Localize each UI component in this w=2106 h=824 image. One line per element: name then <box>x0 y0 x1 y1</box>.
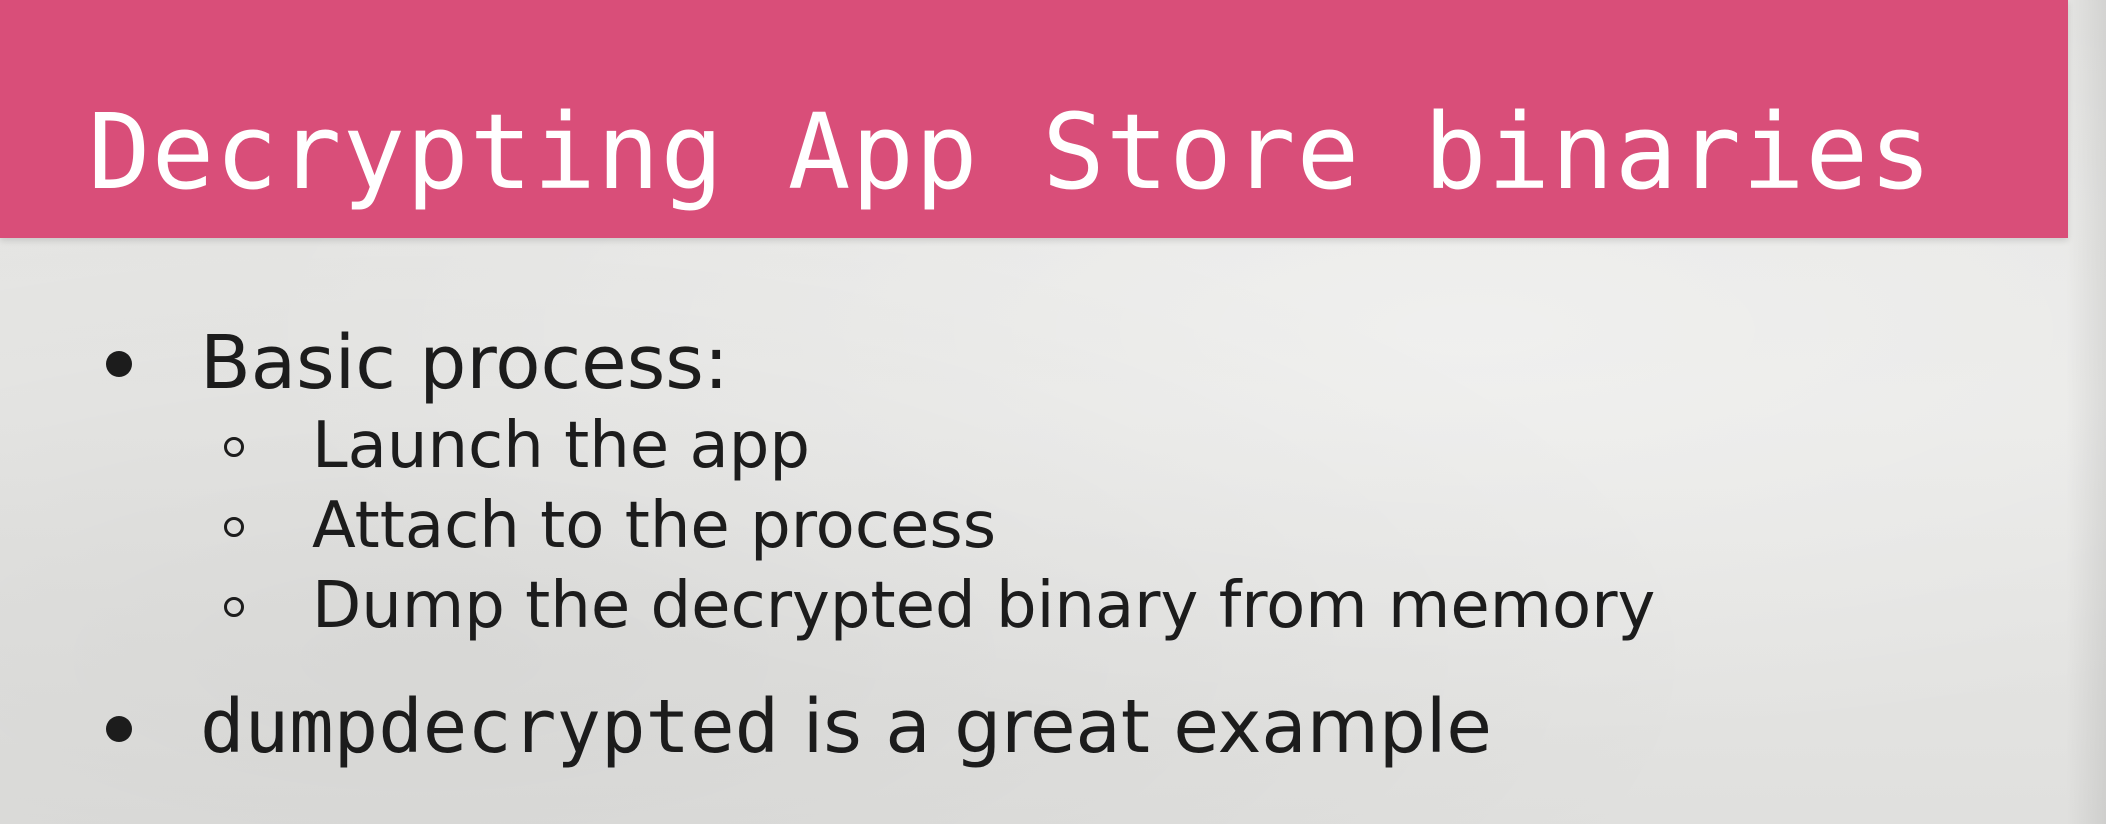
code-term: dumpdecrypted <box>200 684 780 770</box>
title-bar: Decrypting App Store binaries <box>0 0 2068 238</box>
hollow-circle-icon <box>224 437 244 457</box>
bullet-dot-icon <box>106 716 132 742</box>
bullet-text-rest: is a great example <box>779 684 1492 770</box>
hollow-circle-icon <box>224 517 244 537</box>
sub-item-text: Dump the decrypted binary from memory <box>312 569 1656 643</box>
bullet-text: Basic process: <box>200 320 729 406</box>
bullet-text: dumpdecrypted is a great example <box>200 682 1492 772</box>
sub-item-text: Attach to the process <box>312 489 997 563</box>
slide-edge-shadow <box>2066 0 2106 824</box>
sub-item-text: Launch the app <box>312 409 810 483</box>
slide-title: Decrypting App Store binaries <box>88 91 1933 213</box>
hollow-circle-icon <box>224 597 244 617</box>
bullet-dot-icon <box>106 351 132 377</box>
